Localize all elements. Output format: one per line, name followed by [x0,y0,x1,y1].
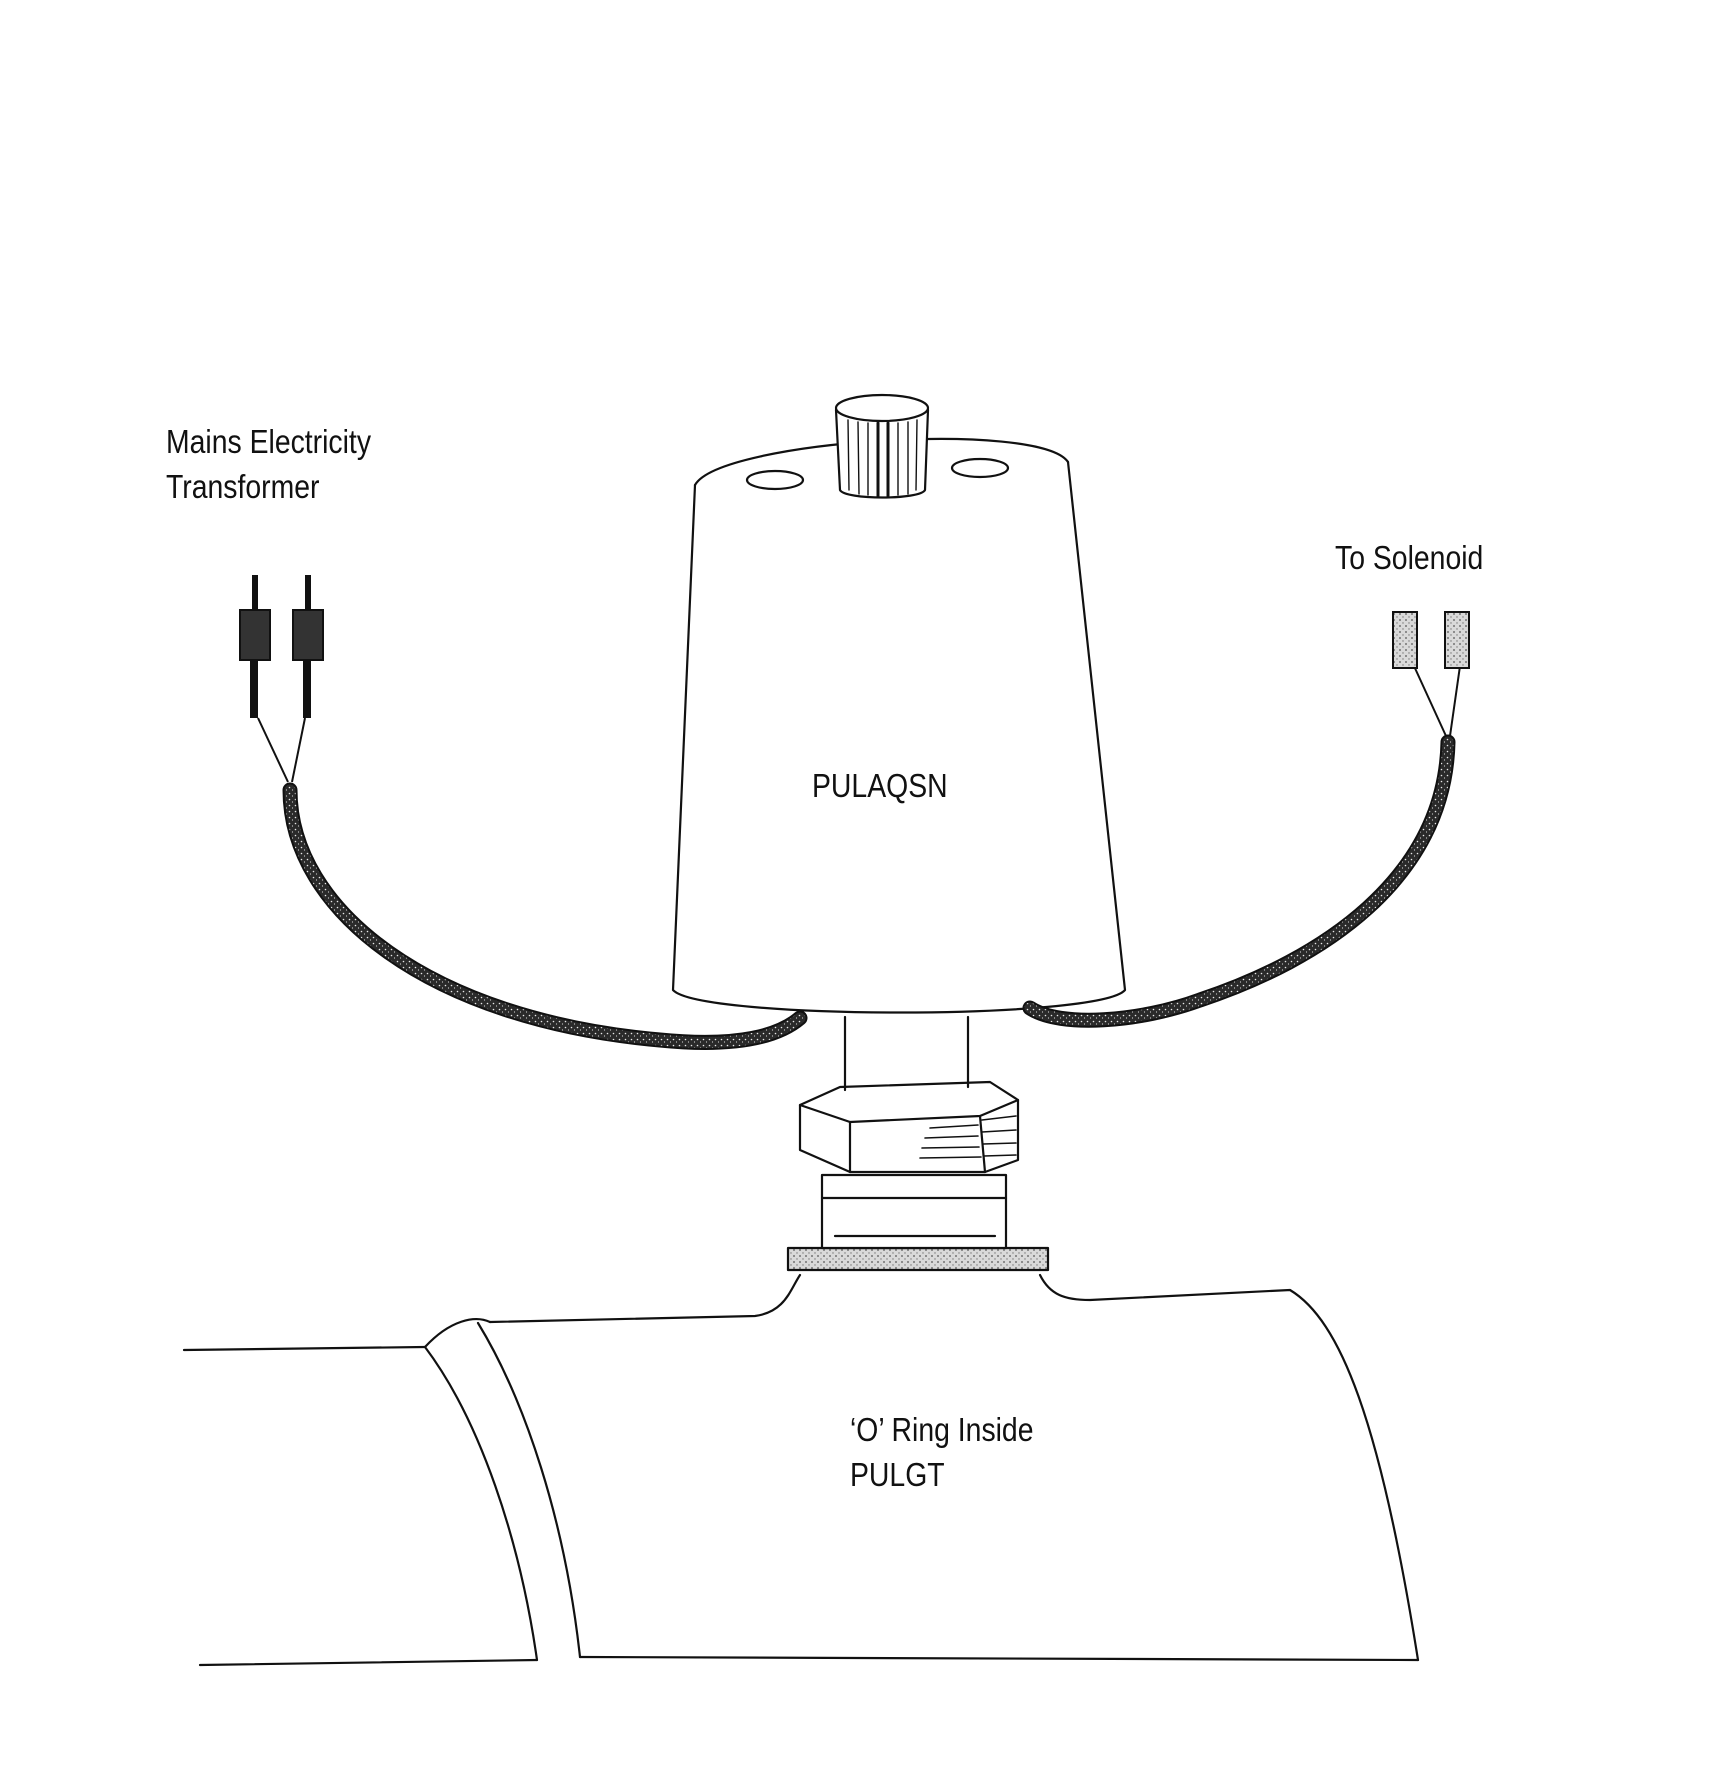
o-ring-label-line1: ‘O’ Ring Inside [850,1411,1034,1448]
cap-body [671,437,1127,1014]
mains-label-line1: Mains Electricity [166,423,372,460]
o-ring-label: ‘O’ Ring Inside PULGT [850,1408,1034,1497]
to-solenoid-label: To Solenoid [1335,539,1484,576]
hex-nut [798,1080,1020,1174]
mains-transformer-label: Mains Electricity Transformer [166,420,371,509]
stem [843,1015,970,1092]
pipe [182,1273,1420,1667]
control-knob [834,393,930,499]
lower-bush [820,1173,1008,1250]
unit-name-label: PULAQSN [812,767,948,804]
left-cable [257,717,808,1050]
washer [786,1246,1050,1272]
mains-label-line2: Transformer [166,467,320,505]
right-cable [1022,665,1461,1028]
solenoid-connectors [1392,611,1470,669]
o-ring-label-line2: PULGT [850,1455,945,1493]
mains-connector-pins [239,575,324,718]
